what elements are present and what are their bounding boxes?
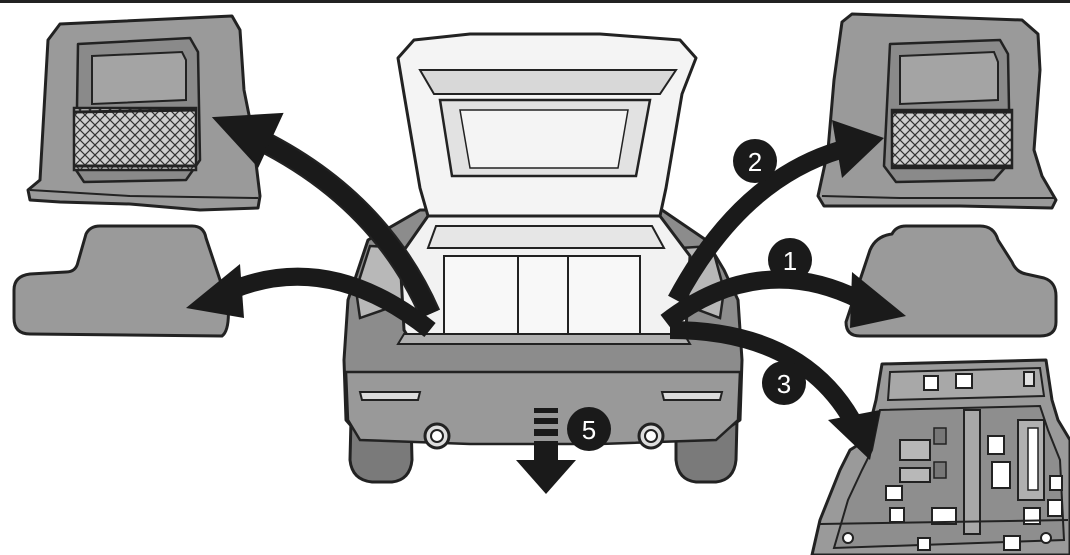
right-side-panel-icon <box>816 12 1058 210</box>
step-badge-1-label: 1 <box>783 246 797 276</box>
step-badge-3-label: 3 <box>777 369 791 399</box>
left-side-panel-icon <box>26 14 262 212</box>
step-badge-2: 2 <box>733 139 777 183</box>
left-floor-mat-icon <box>12 224 230 338</box>
lower-arrow-icon <box>516 408 576 494</box>
arrow-to-left-floor-mat <box>186 264 436 338</box>
arrow-to-right-floor-mat <box>660 270 906 330</box>
step-badge-2-label: 2 <box>748 147 762 177</box>
right-floor-mat-icon <box>844 224 1058 338</box>
arrow-to-floor-tray <box>669 321 880 460</box>
step-badge-3: 3 <box>762 361 806 405</box>
step-badge-1: 1 <box>768 238 812 282</box>
arrow-to-right-side-panel <box>668 120 884 305</box>
floor-tray-icon <box>810 358 1070 555</box>
step-badge-5: 5 <box>567 407 611 451</box>
hatchback-vehicle-icon <box>342 32 744 484</box>
step-badge-5-label: 5 <box>582 415 596 445</box>
arrow-to-left-side-panel <box>211 112 441 319</box>
